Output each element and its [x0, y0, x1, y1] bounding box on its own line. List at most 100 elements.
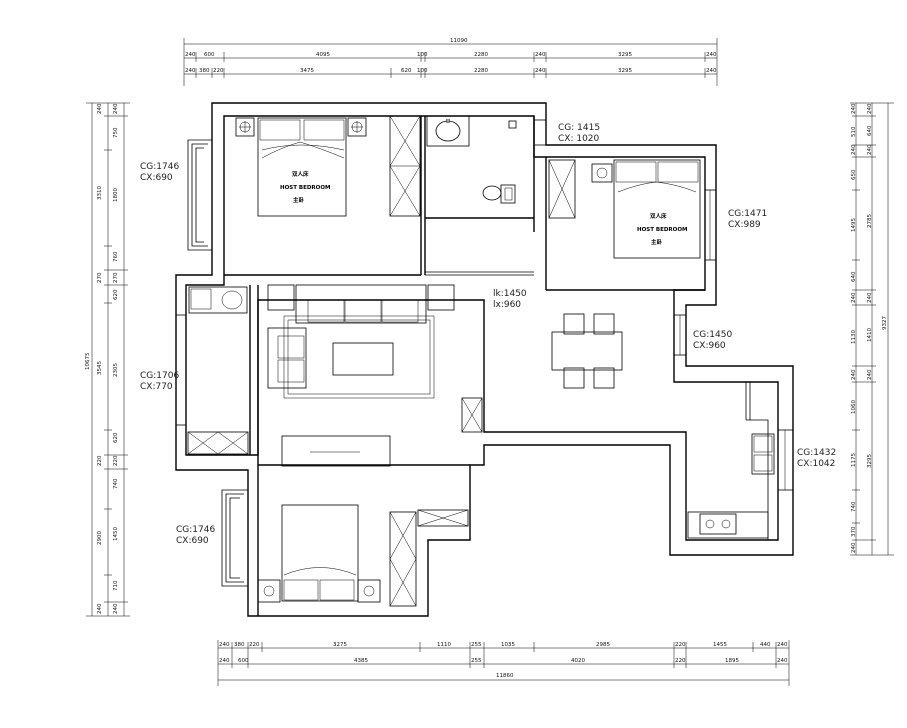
- window-bath: [533, 119, 547, 146]
- dim-top-8: 240: [706, 52, 717, 58]
- dim-left-outer-3: 2900: [97, 531, 103, 545]
- dim-bot2-2: 600: [238, 658, 249, 664]
- dim-right-outer-4: 3295: [867, 454, 873, 468]
- dim-right-outer-3: 1410: [867, 328, 873, 342]
- window-label-5-cx: CX:770: [140, 382, 173, 392]
- dim-left-inner-3: 270: [113, 272, 119, 283]
- dim-right-inner-1: 240: [867, 103, 873, 114]
- dim-right-mid-12: 740: [851, 501, 857, 512]
- dim-right-mid-6: 640: [851, 271, 857, 282]
- dim-top2-3: 220: [213, 68, 224, 74]
- window-labels: CG:1746 CX:690 CG: 1415 CX: 1020 CG:1471…: [140, 123, 836, 546]
- window-dining: [673, 314, 687, 356]
- dim-bot-5: 1110: [437, 642, 451, 648]
- dim-left-mid-4: 760: [113, 251, 119, 262]
- dim-right-mid-5: 1495: [851, 218, 857, 232]
- bottom-dimension-lines: 240 380 220 3275 1110 255 1035 2985 220 …: [217, 640, 790, 686]
- dim-top2-2: 380: [199, 68, 210, 74]
- dim-bot-11: 440: [760, 642, 771, 648]
- bedroom-2: [257, 504, 469, 607]
- window-label-1-cx: CX:690: [140, 173, 173, 183]
- dim-right-mid-4: 650: [851, 169, 857, 180]
- exterior-walls: [175, 102, 794, 617]
- dim-left-mid-1: 240: [97, 103, 103, 114]
- dim-left-mid-7: 2305: [113, 363, 119, 377]
- dim-left-mid-2: 750: [113, 127, 119, 138]
- dim-right-mid-3: 240: [851, 144, 857, 155]
- dim-top2-9: 3295: [618, 68, 632, 74]
- window-label-6-cg: CG:1450: [693, 330, 732, 340]
- window-label-6-cx: CX:960: [693, 341, 726, 351]
- dim-left-mid-13: 240: [97, 603, 103, 614]
- dim-right-outer-1: 640: [867, 125, 873, 136]
- window-label-7-cx: CX:1042: [797, 459, 835, 469]
- dim-bot-10: 1455: [713, 642, 727, 648]
- dim-left-inner-4: 220: [113, 455, 119, 466]
- dim-left-mid-10: 740: [113, 478, 119, 489]
- window-label-7-cg: CG:1432: [797, 448, 836, 458]
- window-label-3-cx: CX:989: [728, 220, 761, 230]
- bedroom3-label-small: 双人床: [650, 212, 667, 220]
- bay-window-bedroom-2: [221, 489, 248, 587]
- dim-bot2-4: 255: [471, 658, 482, 664]
- top-dimension-lines: 11090 240 600 4095 100 2280 240 3295 240…: [183, 38, 718, 86]
- dim-right-inner-3: 240: [867, 292, 873, 303]
- dim-right-mid-10: 1060: [851, 400, 857, 414]
- dim-left-mid-5: 270: [97, 272, 103, 283]
- bedroom-3: 双人床 HOST BEDROOM 主卧: [548, 159, 701, 259]
- dim-top2-6: 100: [417, 68, 428, 74]
- dim-bot-8: 2985: [596, 642, 610, 648]
- dim-top-7: 3295: [618, 52, 632, 58]
- dining-area: [551, 313, 623, 389]
- dim-bot-4: 3275: [333, 642, 347, 648]
- dim-left-mid-11: 1450: [113, 527, 119, 541]
- dim-right-mid-13: 370: [851, 526, 857, 537]
- dim-top2-5: 620: [401, 68, 412, 74]
- left-dimension-lines: 10675 3310 3545 2900 240 750 1800 760 27…: [85, 102, 130, 617]
- dim-left-inner-1: 240: [113, 103, 119, 114]
- dim-right-total: 9327: [882, 316, 888, 330]
- dim-bot-total: 11860: [496, 673, 514, 679]
- window-label-1-cg: CG:1746: [140, 162, 179, 172]
- dim-right-mid-9: 240: [851, 369, 857, 380]
- dim-right-mid-11: 1175: [851, 453, 857, 467]
- dim-top-2: 600: [204, 52, 215, 58]
- dim-left-mid-9: 220: [97, 455, 103, 466]
- dim-top-4: 100: [417, 52, 428, 58]
- dim-right-mid-7: 240: [851, 292, 857, 303]
- dim-bot-9: 220: [675, 642, 686, 648]
- dim-left-mid-6: 620: [113, 289, 119, 300]
- window-kitchen: [777, 429, 794, 491]
- window-label-2-cg: CG: 1415: [558, 123, 600, 133]
- dim-bot-1: 240: [219, 642, 230, 648]
- window-label-8-cg: CG:1746: [176, 525, 215, 535]
- dim-top-6: 240: [535, 52, 546, 58]
- dim-left-mid-12: 710: [113, 580, 119, 591]
- interior-walls: [224, 116, 705, 616]
- dim-top-5: 2280: [474, 52, 488, 58]
- kitchen: [687, 382, 775, 540]
- dim-right-inner-2: 240: [867, 144, 873, 155]
- dim-left-total: 10675: [85, 352, 91, 370]
- window-label-4-cg: lk:1450: [493, 289, 527, 299]
- window-bedroom-3: [704, 189, 717, 261]
- dim-top-3: 4095: [316, 52, 330, 58]
- dim-left-mid-3: 1800: [113, 188, 119, 202]
- dim-left-outer-1: 3310: [97, 186, 103, 200]
- dim-bot-12: 240: [777, 642, 788, 648]
- dim-bot2-5: 4020: [571, 658, 585, 664]
- window-label-2-cx: CX: 1020: [558, 134, 600, 144]
- window-balcony: [175, 314, 187, 426]
- dim-top2-1: 240: [185, 68, 196, 74]
- dim-top-total: 11090: [450, 38, 468, 44]
- right-dimension-lines: 9327 640 2785 1410 3295 240 510 240 650 …: [850, 102, 894, 556]
- dim-bot-6: 255: [471, 642, 482, 648]
- bathroom: [426, 115, 517, 204]
- window-label-8-cx: CX:690: [176, 536, 209, 546]
- dim-right-inner-4: 240: [867, 369, 873, 380]
- dim-top2-7: 2280: [474, 68, 488, 74]
- dim-bot2-3: 4385: [354, 658, 368, 664]
- bay-window-master: [187, 139, 212, 251]
- dim-bot-2: 380: [234, 642, 245, 648]
